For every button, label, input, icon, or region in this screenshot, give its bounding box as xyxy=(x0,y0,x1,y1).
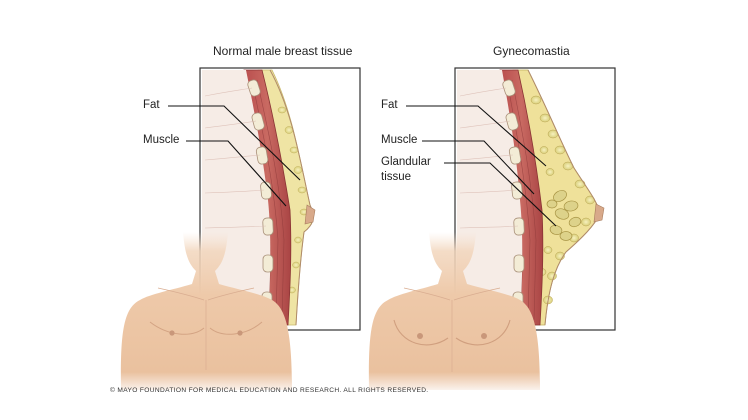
gynecomastia-muscle-leader xyxy=(422,140,535,195)
normal-left-nipple xyxy=(169,330,175,336)
gynecomastia-torso-figure xyxy=(358,232,558,392)
normal-panel-title: Normal male breast tissue xyxy=(213,44,353,58)
gynecomastia-right-nipple xyxy=(481,333,487,339)
gynecomastia-glandular-tissue xyxy=(546,190,582,241)
gynecomastia-muscle-label: Muscle xyxy=(381,134,418,146)
gynecomastia-torso-fade xyxy=(358,372,558,392)
gynecomastia-nipple xyxy=(593,203,605,223)
normal-torso-skin xyxy=(120,232,292,390)
normal-ribs xyxy=(247,79,274,309)
gynecomastia-ribs xyxy=(502,79,525,309)
gynecomastia-glandular-leader xyxy=(444,162,557,227)
normal-panel xyxy=(110,67,361,392)
gynecomastia-fat-label: Fat xyxy=(381,99,398,111)
gynecomastia-torso-skin xyxy=(368,232,540,390)
normal-leader-lines xyxy=(168,105,301,207)
normal-muscle-label: Muscle xyxy=(143,134,180,146)
gynecomastia-fat-leader xyxy=(406,105,547,167)
gynecomastia-leader-lines xyxy=(406,105,557,227)
normal-muscle-leader xyxy=(186,140,287,207)
normal-nipple xyxy=(304,204,316,225)
normal-torso-figure xyxy=(110,232,310,392)
gynecomastia-chest-contour xyxy=(393,319,511,346)
gynecomastia-clavicles xyxy=(403,287,501,301)
normal-right-nipple xyxy=(237,330,243,336)
normal-fat-label: Fat xyxy=(143,99,160,111)
gynecomastia-left-nipple xyxy=(417,333,423,339)
normal-torso-fade xyxy=(110,372,310,392)
gynecomastia-ribcage-area xyxy=(457,70,523,325)
gynecomastia-glandular-label-line2: tissue xyxy=(381,171,412,183)
gynecomastia-cross-section xyxy=(457,69,605,326)
normal-chest-contour xyxy=(149,321,263,335)
normal-fat-leader xyxy=(168,105,301,181)
normal-clavicles xyxy=(157,287,255,301)
copyright-notice: © MAYO FOUNDATION FOR MEDICAL EDUCATION … xyxy=(110,387,429,394)
gynecomastia-panel xyxy=(358,67,616,392)
gynecomastia-panel-title: Gynecomastia xyxy=(493,44,570,58)
gynecomastia-glandular-label-line1: Glandular xyxy=(381,156,431,168)
